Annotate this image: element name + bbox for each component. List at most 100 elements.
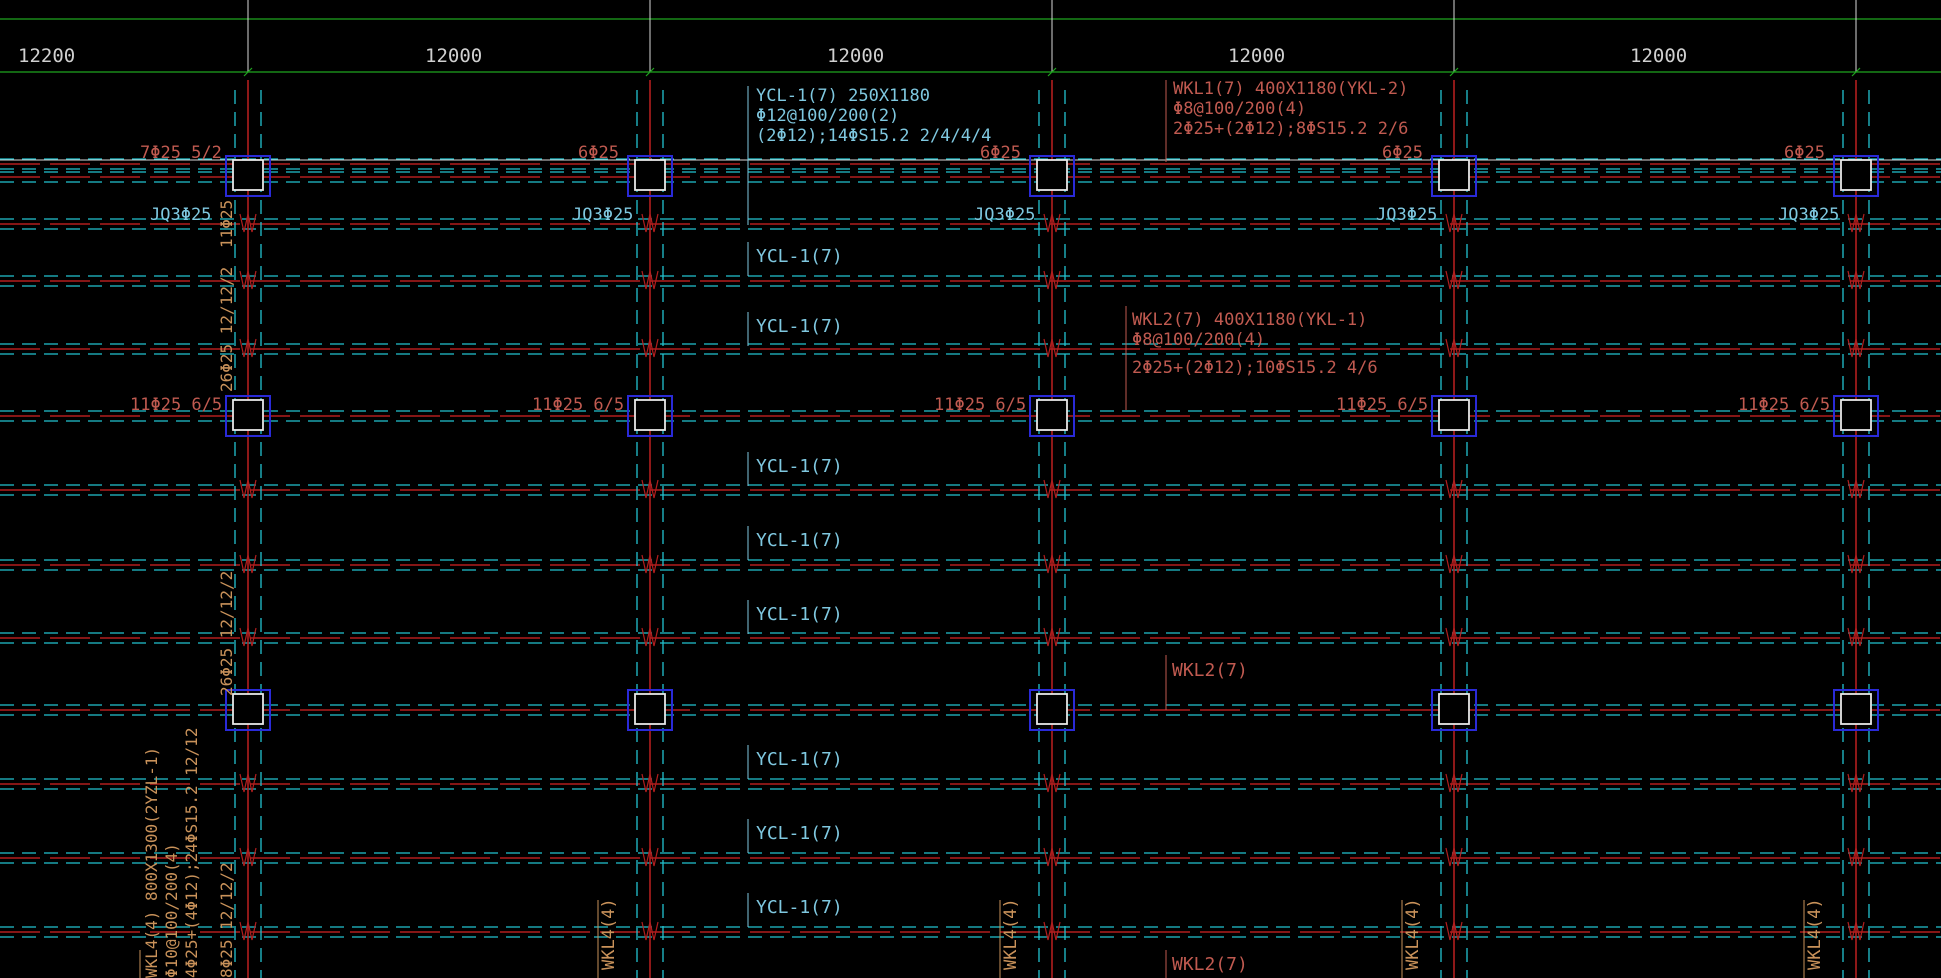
rebar-chevron-3-8 (1043, 554, 1061, 574)
dimension-tick-2 (645, 67, 655, 77)
column-2-3 (634, 693, 666, 725)
rebar-chevron-4-4 (1445, 213, 1463, 233)
column-outline-5-3 (1833, 689, 1879, 731)
dimension-tick-4 (1449, 67, 1459, 77)
rebar-chevron-3-5 (1043, 270, 1061, 290)
rebar-chevron-2-4 (641, 213, 659, 233)
ycl-label-6: YCL-1(7) (756, 749, 843, 770)
wkl4-label-1: WKL4(4) (599, 898, 619, 970)
top-rebar-label-3: 6Φ25 (980, 143, 1021, 163)
column-outline-4-2 (1431, 395, 1477, 437)
column-outline-2-1 (627, 155, 673, 197)
mid-rebar-label-2: 11Φ25 6/5 (532, 395, 624, 415)
rebar-chevron-2-7 (641, 479, 659, 499)
ycl-label-top-line2: Φ12@100/200(2) (756, 106, 899, 126)
rebar-chevron-1-5 (239, 270, 257, 290)
rebar-chevron-1-6 (239, 338, 257, 358)
jq-label-1: JQ3Φ25 (150, 205, 211, 225)
rebar-chevron-4-6 (1445, 338, 1463, 358)
rebar-chevron-3-6 (1043, 338, 1061, 358)
wkl4-label-2: WKL4(4) (1001, 898, 1021, 970)
column-1-2 (232, 399, 264, 431)
rebar-chevron-5-12 (1847, 921, 1865, 941)
wkl2-simple-label-1: WKL2(7) (1172, 660, 1248, 681)
mid-rebar-label-4: 11Φ25 6/5 (1336, 395, 1428, 415)
dimension-value-1: 12200 (18, 45, 75, 67)
wkl2-simple-label-2: WKL2(7) (1172, 954, 1248, 975)
ycl-label-8: YCL-1(7) (756, 897, 843, 918)
column-3-2 (1036, 399, 1068, 431)
ycl-label-3: YCL-1(7) (756, 456, 843, 477)
ycl-label-1: YCL-1(7) (756, 246, 843, 267)
vertical-rebar-label-4: 8Φ25 12/12/2 (217, 862, 236, 978)
column-4-2 (1438, 399, 1470, 431)
rebar-chevron-3-7 (1043, 479, 1061, 499)
wkl1-label-line2: Φ8@100/200(4) (1173, 99, 1306, 119)
rebar-chevron-3-4 (1043, 213, 1061, 233)
column-outline-2-2 (627, 395, 673, 437)
rebar-chevron-2-10 (641, 773, 659, 793)
rebar-chevron-2-9 (641, 627, 659, 647)
ycl-label-2: YCL-1(7) (756, 316, 843, 337)
rebar-chevron-3-9 (1043, 627, 1061, 647)
rebar-chevron-2-12 (641, 921, 659, 941)
rebar-chevron-5-9 (1847, 627, 1865, 647)
dimension-value-4: 12000 (1228, 45, 1285, 67)
rebar-chevron-5-11 (1847, 847, 1865, 867)
dimension-tick-1 (243, 67, 253, 77)
jq-label-4: JQ3Φ25 (1376, 205, 1437, 225)
rebar-chevron-1-11 (239, 847, 257, 867)
rebar-chevron-4-9 (1445, 627, 1463, 647)
wkl4-main-label-line3: 4Φ25+(4Φ12);24ΦS15.2 12/12 (182, 728, 201, 978)
ycl-label-4: YCL-1(7) (756, 530, 843, 551)
mid-rebar-label-5: 11Φ25 6/5 (1738, 395, 1830, 415)
rebar-chevron-5-8 (1847, 554, 1865, 574)
rebar-chevron-5-5 (1847, 270, 1865, 290)
column-outline-4-1 (1431, 155, 1477, 197)
rebar-chevron-1-4 (239, 213, 257, 233)
column-2-2 (634, 399, 666, 431)
jq-label-5: JQ3Φ25 (1778, 205, 1839, 225)
rebar-chevron-3-11 (1043, 847, 1061, 867)
jq-label-2: JQ3Φ25 (572, 205, 633, 225)
top-rebar-label-2: 6Φ25 (578, 143, 619, 163)
wkl2-label-line1: WKL2(7) 400X1180(YKL-1) (1132, 310, 1367, 330)
column-outline-3-1 (1029, 155, 1075, 197)
wkl4-main-label-line1: WKL4(4) 800X1300(2YZL-1) (142, 747, 161, 978)
column-1-3 (232, 693, 264, 725)
vertical-rebar-label-3: 26Φ25 12/12/2 (217, 571, 236, 696)
mid-rebar-label-3: 11Φ25 6/5 (934, 395, 1026, 415)
column-4-1 (1438, 159, 1470, 191)
rebar-chevron-5-6 (1847, 338, 1865, 358)
rebar-chevron-4-5 (1445, 270, 1463, 290)
top-rebar-label-5: 6Φ25 (1784, 143, 1825, 163)
column-outline-1-3 (225, 689, 271, 731)
column-outline-4-3 (1431, 689, 1477, 731)
rebar-chevron-1-12 (239, 921, 257, 941)
ycl-label-5: YCL-1(7) (756, 604, 843, 625)
rebar-chevron-4-11 (1445, 847, 1463, 867)
wkl4-label-3: WKL4(4) (1403, 898, 1423, 970)
rebar-chevron-1-7 (239, 479, 257, 499)
rebar-chevron-2-11 (641, 847, 659, 867)
ycl-label-top-line3: (2Φ12);14ΦS15.2 2/4/4/4 (756, 126, 991, 146)
column-outline-2-3 (627, 689, 673, 731)
wkl4-main-label-line2: Φ10@100/200(4) (162, 843, 181, 978)
dimension-value-5: 12000 (1630, 45, 1687, 67)
ycl-label-7: YCL-1(7) (756, 823, 843, 844)
dimension-tick-3 (1047, 67, 1057, 77)
dimension-tick-5 (1851, 67, 1861, 77)
top-rebar-label-1: 7Φ25 5/2 (140, 143, 222, 163)
rebar-chevron-1-9 (239, 627, 257, 647)
column-outline-5-1 (1833, 155, 1879, 197)
rebar-chevron-4-7 (1445, 479, 1463, 499)
wkl1-label-line1: WKL1(7) 400X1180(YKL-2) (1173, 79, 1408, 99)
rebar-chevron-2-5 (641, 270, 659, 290)
column-outline-3-3 (1029, 689, 1075, 731)
column-5-1 (1840, 159, 1872, 191)
rebar-chevron-3-10 (1043, 773, 1061, 793)
rebar-chevron-1-10 (239, 773, 257, 793)
rebar-chevron-5-10 (1847, 773, 1865, 793)
top-rebar-label-4: 6Φ25 (1382, 143, 1423, 163)
